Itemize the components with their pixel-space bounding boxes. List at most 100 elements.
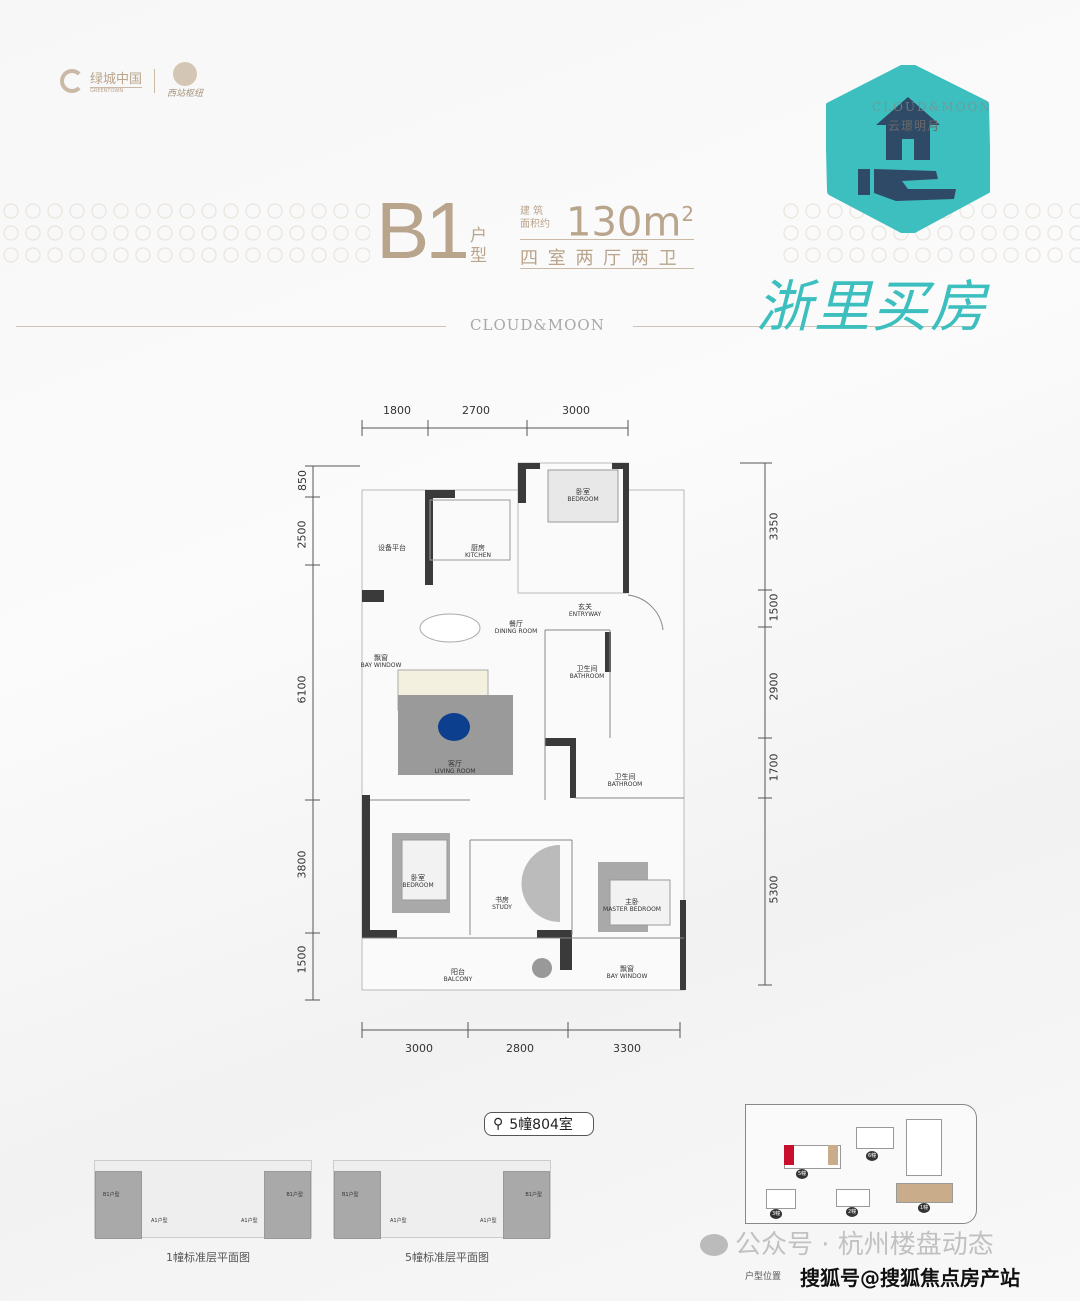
project-logo-cn: 云璟明月 bbox=[888, 119, 941, 133]
room-en: BEDROOM bbox=[567, 496, 599, 503]
room-en: MASTER BEDROOM bbox=[603, 906, 661, 913]
area-unit-sup: 2 bbox=[681, 202, 695, 226]
top-dim-1: 1800 bbox=[383, 404, 411, 417]
area-label-line2: 面积约 bbox=[520, 219, 550, 230]
room-en: BATHROOM bbox=[607, 781, 643, 788]
room-zh: 餐厅 bbox=[508, 620, 523, 628]
building-marker: 6幢 bbox=[866, 1151, 879, 1161]
living-room-rug bbox=[438, 713, 470, 741]
divider-brand: CLOUD&MOON bbox=[470, 316, 605, 334]
unit-tag: A1户型 bbox=[480, 1218, 497, 1224]
room-zh: 飘窗 bbox=[373, 654, 388, 662]
area-number: 130m bbox=[566, 199, 682, 246]
partner-logo-mark bbox=[173, 62, 198, 86]
greentown-logo: 绿城中国 GREENTOWN 西站枢纽 bbox=[60, 62, 203, 99]
unit-tag: B1户型 bbox=[342, 1192, 359, 1198]
room-en: DINING ROOM bbox=[494, 628, 538, 635]
dimension-lines bbox=[305, 420, 772, 1038]
floor-plan bbox=[305, 420, 772, 1038]
walls bbox=[362, 463, 686, 990]
divider-line-right bbox=[633, 326, 973, 327]
building-marker: 3幢 bbox=[770, 1209, 783, 1219]
watermark-badge: CLOUD&MOON 云璟明月 bbox=[825, 62, 992, 236]
unit-tag: A1户型 bbox=[390, 1218, 407, 1224]
room-en: ENTRYWAY bbox=[568, 611, 602, 618]
watermark-text: 浙里买房 bbox=[756, 275, 988, 340]
room-zh: 厨房 bbox=[471, 544, 485, 552]
room-en: KITCHEN bbox=[465, 552, 491, 559]
bottom-dim-2: 2800 bbox=[506, 1042, 534, 1055]
room-en: BALCONY bbox=[443, 976, 473, 983]
greentown-logo-mark bbox=[60, 68, 84, 93]
unit-tag: B1户型 bbox=[525, 1192, 542, 1198]
divider-line-left bbox=[16, 326, 446, 327]
area-underline bbox=[520, 239, 694, 240]
building-marker: 5幢 bbox=[796, 1169, 809, 1179]
room-zh: 飘窗 bbox=[619, 965, 634, 973]
sohu-watermark: 搜狐号@搜狐焦点房产站 bbox=[800, 1266, 1020, 1290]
room-zh: 主卧 bbox=[624, 898, 639, 906]
room-zh: 玄关 bbox=[578, 603, 592, 611]
layout-text: 四 室 两 厅 两 卫 bbox=[520, 248, 679, 269]
decor-pattern-left bbox=[0, 200, 370, 268]
unit-code: B1 bbox=[376, 186, 470, 275]
interior-lines bbox=[362, 594, 684, 939]
house-hand-icon bbox=[825, 62, 991, 236]
room-en: BEDROOM bbox=[402, 882, 434, 889]
location-pin-badge: ⚲ 5幢804室 bbox=[484, 1112, 594, 1136]
unit-suffix: 户型 bbox=[470, 226, 487, 266]
greentown-logo-sub: GREENTOWN bbox=[90, 86, 143, 94]
logo-divider bbox=[154, 68, 156, 93]
room-zh: 书房 bbox=[494, 896, 509, 904]
wechat-icon bbox=[700, 1234, 728, 1256]
partner-logo-text: 西站枢纽 bbox=[167, 89, 204, 99]
room-zh: 卧室 bbox=[575, 488, 590, 496]
room-zh: 卫生间 bbox=[576, 665, 598, 673]
room-en: BATHROOM bbox=[569, 673, 605, 680]
unit-tag: B1户型 bbox=[286, 1192, 303, 1198]
highlight-unit bbox=[784, 1145, 794, 1165]
floor-plan-building-5: B1户型 A1户型 A1户型 B1户型 bbox=[333, 1160, 551, 1239]
map-pin-icon: ⚲ bbox=[493, 1116, 504, 1132]
room-en: BAY WINDOW bbox=[360, 662, 402, 669]
room-label-equipment-platform: 设备平台 bbox=[378, 544, 406, 552]
room-en: STUDY bbox=[492, 904, 512, 911]
wechat-watermark: 公众号 · 杭州楼盘动态 bbox=[735, 1230, 994, 1260]
floor-plan-caption-5: 5幢标准层平面图 bbox=[405, 1251, 489, 1264]
area-label-line1: 建 筑 bbox=[520, 206, 544, 217]
furniture bbox=[392, 469, 671, 978]
room-zh: 设备平台 bbox=[378, 544, 406, 552]
bottom-dim-3: 3300 bbox=[613, 1042, 641, 1055]
room-zh: 客厅 bbox=[447, 760, 462, 768]
top-dim-3: 3000 bbox=[562, 404, 590, 417]
bottom-dim-1: 3000 bbox=[405, 1042, 433, 1055]
project-logo-text: CLOUD&MOON bbox=[872, 100, 992, 114]
top-dim-2: 2700 bbox=[462, 404, 490, 417]
room-en: LIVING ROOM bbox=[434, 768, 476, 775]
building-marker: 2幢 bbox=[846, 1207, 859, 1217]
site-caption: 户型位置 bbox=[745, 1272, 782, 1282]
pin-label: 5幢804室 bbox=[509, 1117, 573, 1133]
floor-plan-building-1: B1户型 A1户型 A1户型 B1户型 bbox=[94, 1160, 312, 1239]
greentown-logo-text: 绿城中国 bbox=[90, 71, 143, 87]
unit-tag: A1户型 bbox=[151, 1218, 168, 1224]
room-zh: 阳台 bbox=[450, 968, 465, 976]
area-label: 建 筑 面积约 bbox=[520, 205, 550, 231]
unit-tag: A1户型 bbox=[241, 1218, 258, 1224]
room-en: BAY WINDOW bbox=[606, 973, 648, 980]
room-zh: 卫生间 bbox=[614, 773, 636, 781]
floor-plan-caption-1: 1幢标准层平面图 bbox=[166, 1251, 250, 1264]
